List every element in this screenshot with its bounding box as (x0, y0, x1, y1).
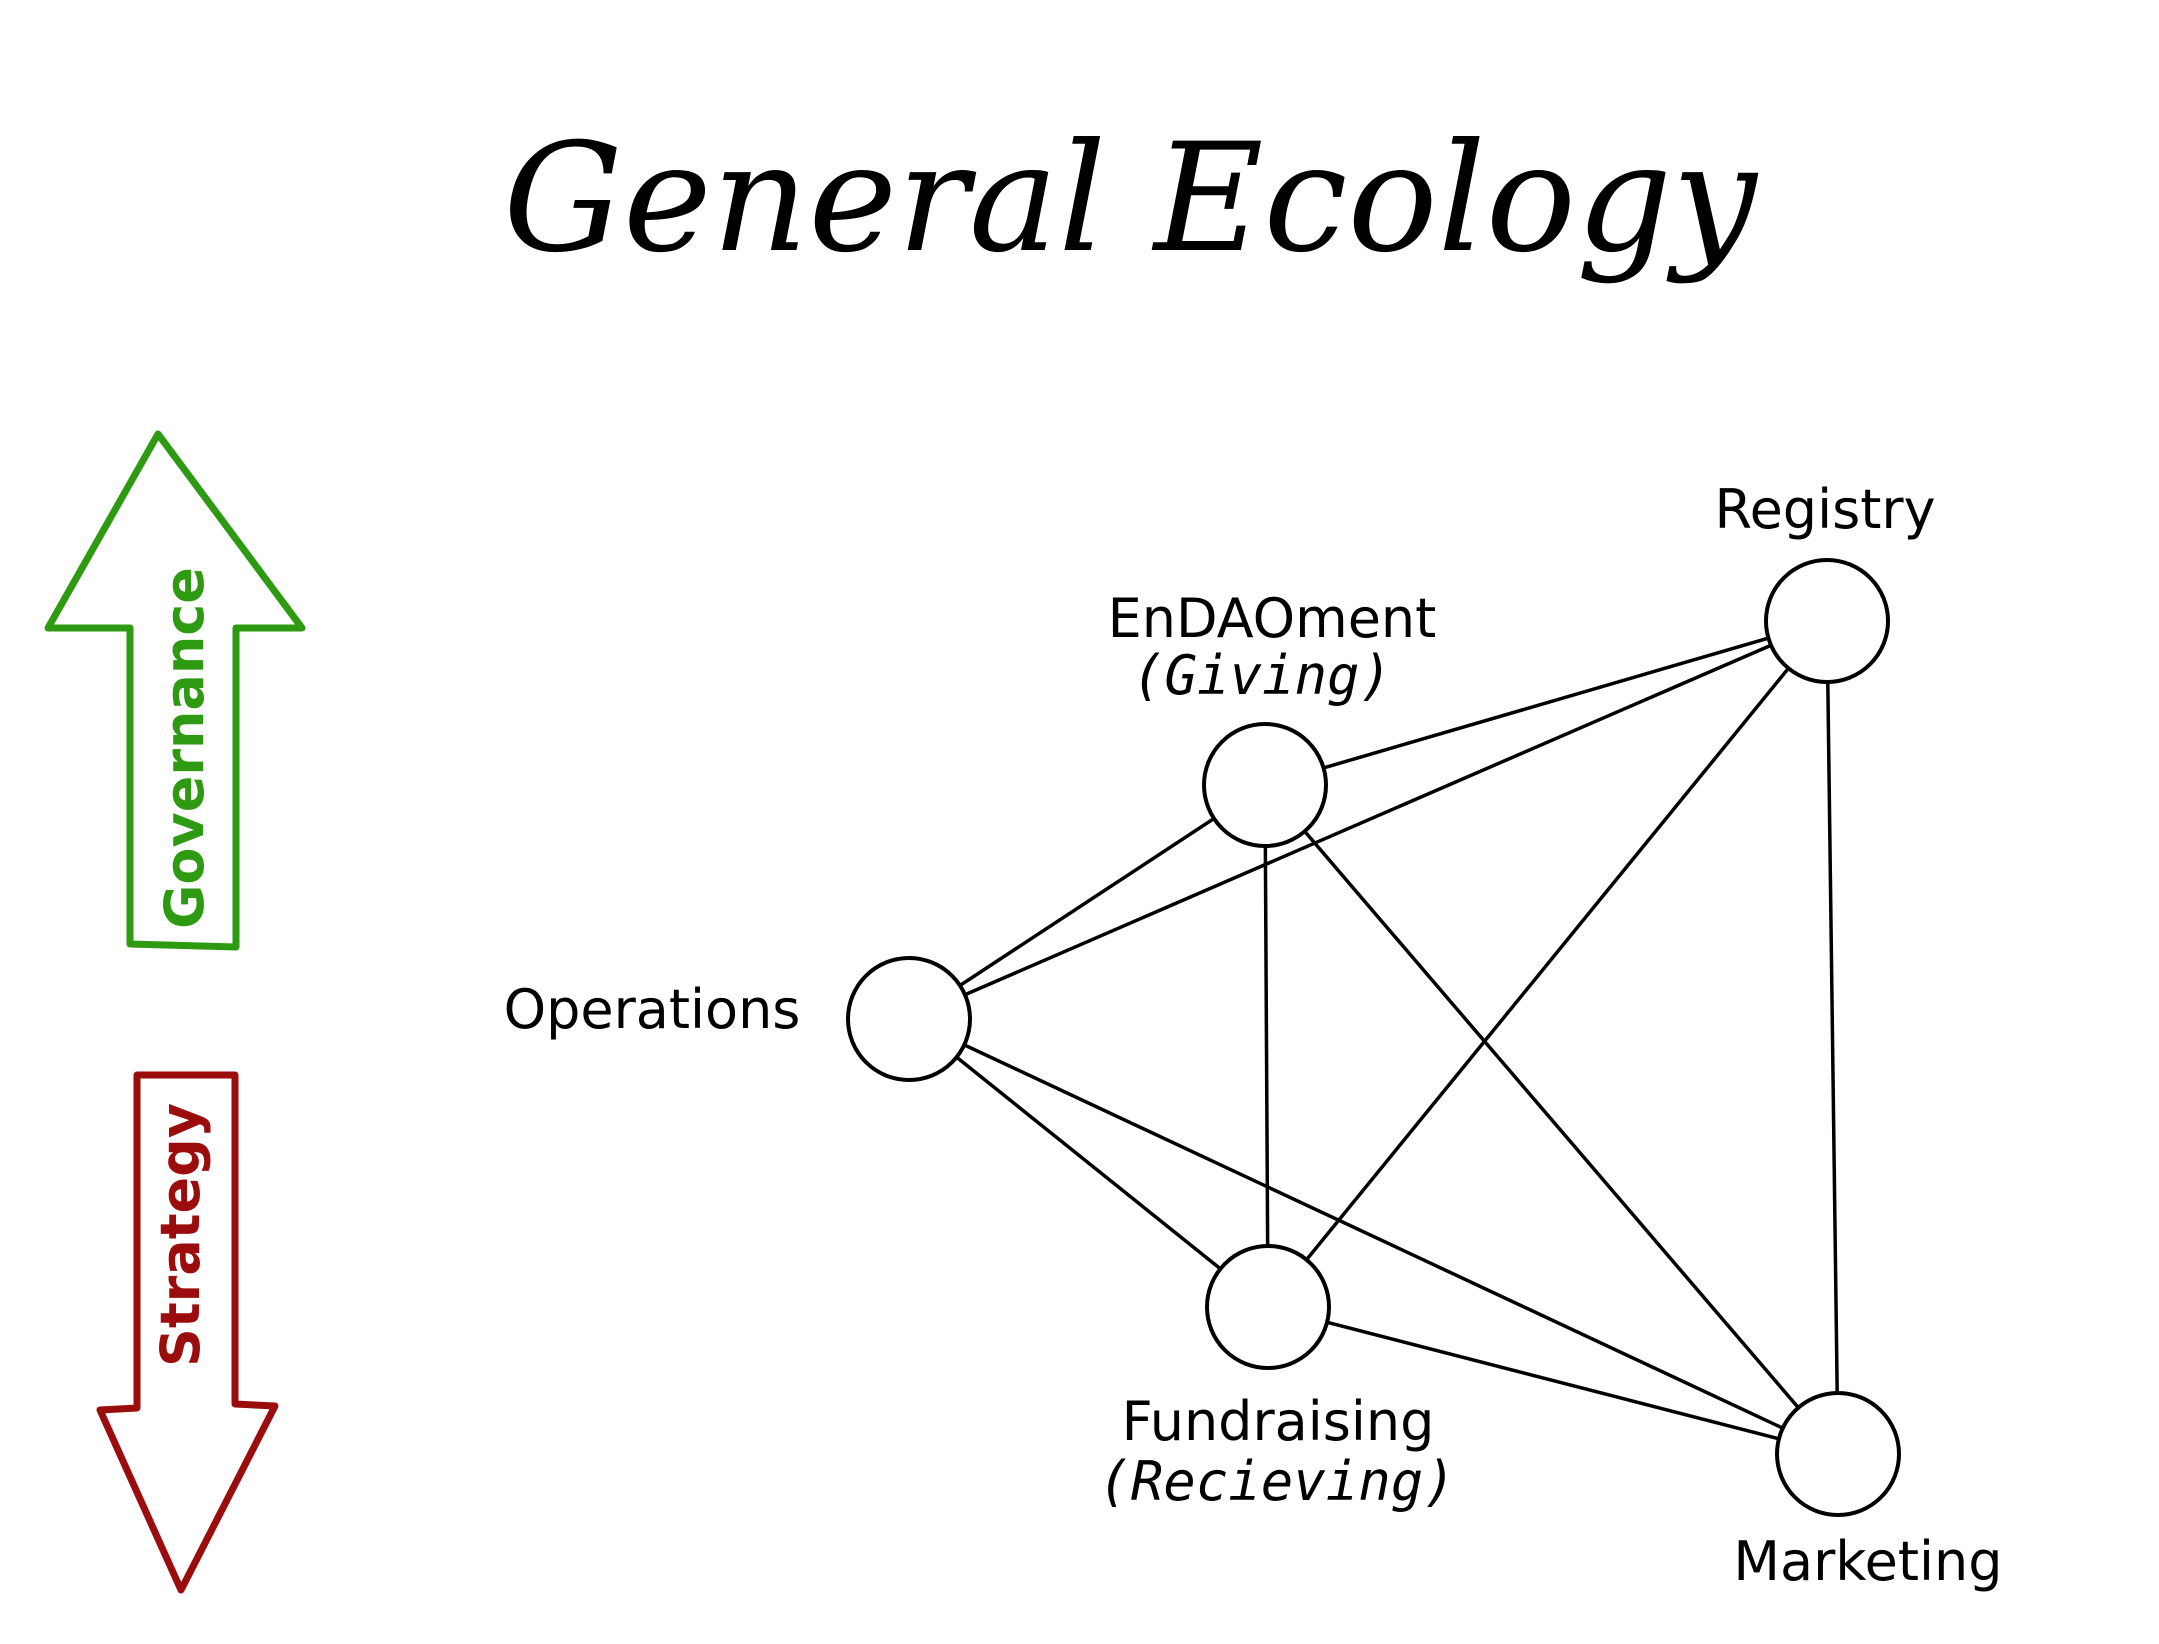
edge-group (907, 619, 1840, 1456)
edge-marketing-registry (1825, 620, 1840, 1455)
operations-label: Operations (504, 978, 801, 1041)
governance-label: Governance (153, 567, 216, 929)
strategy-arrow: Strategy (96, 1071, 279, 1594)
node-registry: Registry (1714, 478, 1936, 684)
edge-fundraising-marketing (1267, 1305, 1839, 1456)
endaoment-label: EnDAOment (1108, 587, 1437, 650)
edge-endaoment-fundraising (1263, 784, 1270, 1308)
endaoment-circle (1202, 722, 1328, 848)
marketing-label: Marketing (1733, 1530, 2002, 1593)
marketing-circle (1775, 1391, 1901, 1517)
governance-arrow: Governance (44, 430, 306, 951)
fundraising-circle (1205, 1244, 1331, 1370)
node-marketing: Marketing (1733, 1391, 2003, 1593)
fundraising-label: Fundraising (1122, 1390, 1435, 1453)
registry-circle (1764, 558, 1890, 684)
strategy-arrow-shape (96, 1071, 279, 1594)
endaoment-sublabel: (Giving) (1132, 644, 1392, 707)
node-operations: Operations (504, 956, 972, 1082)
edge-operations-marketing (908, 1017, 1839, 1456)
node-fundraising: Fundraising (Recieving) (1098, 1244, 1456, 1513)
operations-circle (846, 956, 972, 1082)
edge-endaoment-registry (1264, 619, 1828, 787)
edge-operations-endaoment (908, 783, 1266, 1021)
governance-arrow-shape (44, 430, 306, 951)
page-title: General Ecology (503, 112, 1759, 286)
fundraising-sublabel: (Recieving) (1098, 1450, 1456, 1513)
edge-operations-registry (908, 619, 1828, 1021)
edge-fundraising-registry (1266, 619, 1829, 1309)
node-endaoment: EnDAOment (Giving) (1108, 587, 1437, 848)
edge-operations-fundraising (907, 1017, 1270, 1309)
strategy-label: Strategy (149, 1103, 212, 1367)
registry-label: Registry (1714, 478, 1935, 541)
edge-endaoment-marketing (1263, 783, 1840, 1456)
